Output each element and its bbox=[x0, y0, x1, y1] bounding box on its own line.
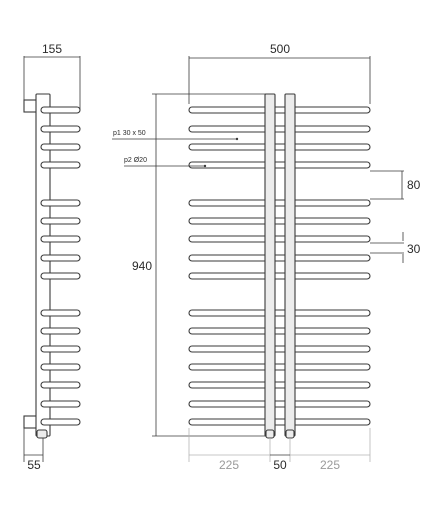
left-section-label: 225 bbox=[219, 458, 239, 472]
left-vertical-post bbox=[264, 93, 276, 437]
front-rail bbox=[188, 272, 371, 280]
side-width-label: 155 bbox=[42, 42, 62, 56]
side-rail bbox=[40, 272, 81, 280]
right-vertical-post bbox=[284, 93, 296, 437]
side-rail bbox=[40, 400, 81, 408]
front-rail bbox=[188, 418, 371, 426]
thickness-label: 30 bbox=[407, 242, 421, 256]
side-rail bbox=[40, 217, 81, 225]
right-section-label: 225 bbox=[320, 458, 340, 472]
side-offset-label: 55 bbox=[27, 458, 41, 472]
side-rail bbox=[40, 161, 81, 169]
side-rail bbox=[40, 327, 81, 335]
side-view: 155 55 bbox=[23, 42, 81, 472]
side-rail bbox=[40, 235, 81, 243]
front-rail bbox=[188, 309, 371, 317]
side-rail bbox=[40, 254, 81, 262]
profile-p2-label: p2 Ø20 bbox=[124, 157, 147, 164]
side-rail bbox=[40, 106, 81, 114]
bottom-wall-bracket bbox=[23, 415, 38, 429]
top-wall-bracket bbox=[23, 99, 38, 113]
profile-p2-dot bbox=[203, 164, 207, 168]
profile-p1-label: p1 30 x 50 bbox=[113, 130, 146, 137]
front-rail bbox=[188, 161, 371, 169]
front-rail bbox=[188, 254, 371, 262]
front-rail bbox=[188, 199, 371, 207]
side-rail bbox=[40, 381, 81, 389]
side-rails bbox=[40, 106, 81, 426]
side-rail bbox=[40, 363, 81, 371]
front-rail bbox=[188, 327, 371, 335]
front-rail bbox=[188, 400, 371, 408]
front-rail bbox=[188, 363, 371, 371]
profile-p1-dot bbox=[235, 137, 239, 141]
front-view: 500 940 p1 30 x 50 p2 Ø20 80 30 bbox=[112, 42, 421, 472]
height-label: 940 bbox=[132, 259, 152, 273]
front-rail bbox=[188, 345, 371, 353]
front-rail bbox=[188, 125, 371, 133]
front-width-label: 500 bbox=[270, 42, 290, 56]
front-rails bbox=[188, 106, 371, 426]
pitch-label: 80 bbox=[407, 178, 421, 192]
front-rail bbox=[188, 217, 371, 225]
center-gap-label: 50 bbox=[273, 458, 287, 472]
front-rail bbox=[188, 235, 371, 243]
side-rail bbox=[40, 143, 81, 151]
side-rail bbox=[40, 199, 81, 207]
side-rail bbox=[40, 309, 81, 317]
side-rail bbox=[40, 418, 81, 426]
side-rail bbox=[40, 345, 81, 353]
front-rail bbox=[188, 381, 371, 389]
front-rail bbox=[188, 143, 371, 151]
left-post-foot bbox=[265, 429, 275, 439]
front-rail bbox=[188, 106, 371, 114]
right-post-foot bbox=[285, 429, 295, 439]
side-collector-foot bbox=[36, 429, 48, 439]
side-rail bbox=[40, 125, 81, 133]
